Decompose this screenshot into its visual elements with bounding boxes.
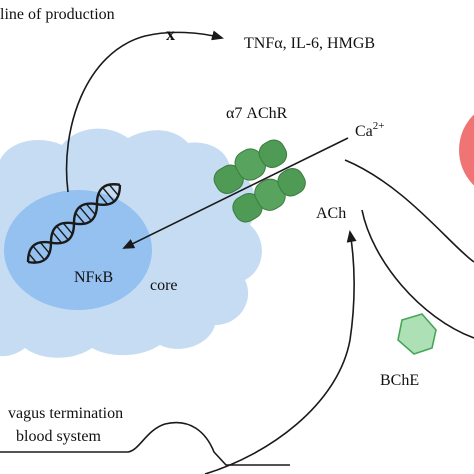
ach-release-arrow <box>204 230 357 474</box>
nucleus <box>4 190 152 310</box>
inhibition-mark: x <box>166 24 175 44</box>
nfkb-label: NFκB <box>74 269 113 286</box>
dna-helix-icon <box>26 183 122 264</box>
synapse-arc-inner <box>361 209 474 339</box>
vagus-label: vagus termination <box>8 405 123 422</box>
ion-channel-icon <box>213 139 306 223</box>
production-label: line of production <box>0 6 115 23</box>
calcium-signal-arrow <box>122 137 349 249</box>
calcium-charge: 2+ <box>373 120 385 132</box>
synapse-arc-outer <box>344 159 474 263</box>
enzyme-hexagon-icon <box>397 313 437 355</box>
bche-label: BChE <box>380 372 419 389</box>
red-cell <box>459 114 474 186</box>
calcium-label: Ca2+ <box>355 120 385 140</box>
receptor-label: α7 AChR <box>226 105 288 122</box>
cytokines-label: TNFα, IL-6, HMGB <box>244 35 375 52</box>
blood-label: blood system <box>16 428 101 445</box>
vagus-terminal <box>0 421 290 466</box>
core-label: core <box>150 277 178 294</box>
production-arrow <box>65 30 224 193</box>
ach-label: ACh <box>316 205 346 222</box>
